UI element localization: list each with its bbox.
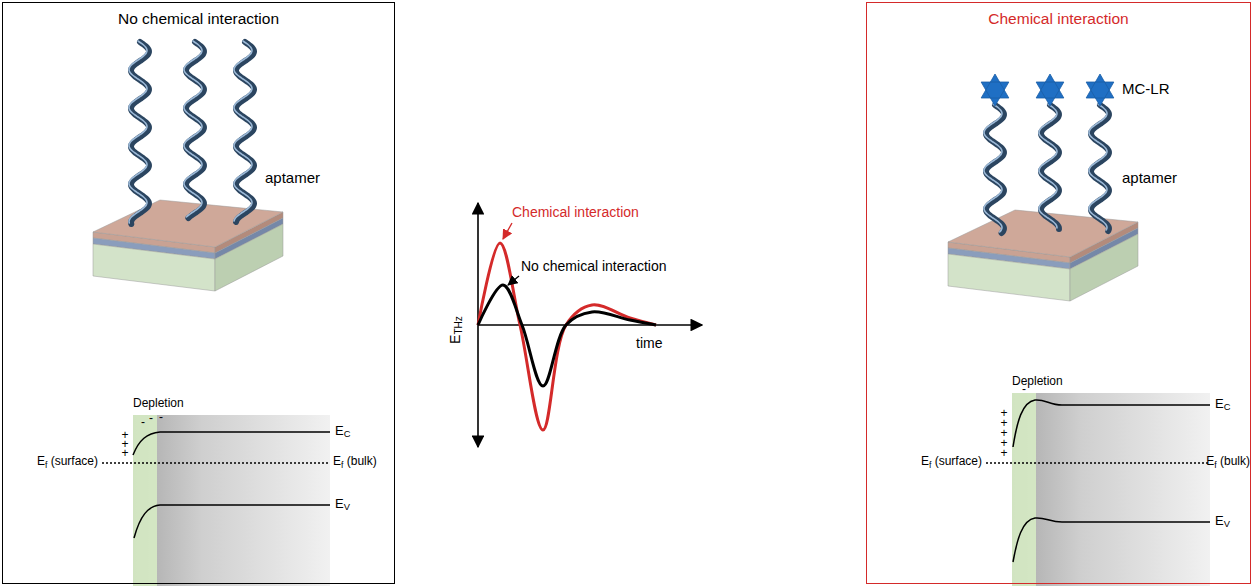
aptamer-strand (131, 42, 149, 224)
aptamer-highlight (184, 41, 202, 217)
valence-band (1013, 518, 1210, 562)
fermi-label: Ef (bulk) (1206, 455, 1250, 470)
region-label: Depletion (1012, 375, 1063, 389)
curve-label: Chemical interaction (512, 204, 639, 220)
panel-interaction: Chemical interaction (866, 2, 1251, 584)
band-label: EV (335, 497, 350, 513)
charge-sign: - (1022, 383, 1026, 397)
aptamer-strand (129, 41, 149, 224)
axis-label: time (636, 335, 662, 351)
aptamer-strand (1091, 105, 1109, 231)
region-label: Depletion (133, 397, 184, 411)
aptamer-strand (984, 104, 1004, 233)
bulk-region (133, 415, 330, 586)
fermi-level (986, 462, 1209, 463)
aptamer-strand (1039, 104, 1059, 229)
aptamer-highlight (129, 41, 147, 223)
charge-sign: - (159, 411, 163, 425)
leader-arrow (503, 223, 512, 239)
bulk-region (1012, 393, 1210, 586)
charge-sign: - (149, 412, 153, 426)
analyte-label: MC-LR (1122, 80, 1170, 97)
fermi-label: Ef (surface) (37, 455, 98, 470)
substrate-layer (948, 254, 1070, 301)
panel-title: Chemical interaction (867, 3, 1250, 28)
x-axis (478, 324, 702, 326)
aptamer-strand (184, 41, 204, 218)
aptamer-highlight (1089, 104, 1107, 230)
charge-sign: - (141, 416, 145, 430)
aptamer-highlight (984, 104, 1002, 232)
mc-lr-star (981, 74, 1009, 106)
band-label: EC (1215, 397, 1230, 413)
axis-label: ETHz (447, 316, 465, 344)
conduction-band (1013, 400, 1210, 447)
fermi-level (102, 462, 329, 463)
leader-arrow (508, 276, 519, 285)
aptamer-strand (1041, 105, 1059, 229)
mc-lr-star (1036, 74, 1064, 106)
aptamer-label: aptamer (265, 169, 320, 186)
depletion-region (1012, 393, 1036, 586)
depletion-region (133, 415, 157, 586)
aptamer-strand (1089, 104, 1109, 231)
waveform-no-chemical (478, 285, 656, 386)
charge-sign: + (121, 447, 128, 461)
conduction-band (133, 432, 330, 455)
curve-label: No chemical interaction (521, 258, 667, 274)
fermi-label: Ef (surface) (921, 455, 982, 470)
band-label: EC (335, 424, 350, 440)
panel-title: No chemical interaction (3, 3, 394, 28)
mc-lr-star (1086, 74, 1114, 106)
charge-sign: + (1000, 447, 1007, 461)
aptamer-strand (986, 105, 1004, 233)
aptamer-strand (234, 41, 254, 222)
valence-band (134, 505, 330, 538)
aptamer-highlight (1039, 104, 1057, 228)
aptamer-label: aptamer (1122, 169, 1177, 186)
substrate (93, 200, 283, 291)
band-label: EV (1215, 514, 1230, 530)
fermi-label: Ef (bulk) (333, 455, 377, 470)
substrate-layer (93, 244, 215, 291)
aptamer-highlight (234, 41, 252, 221)
